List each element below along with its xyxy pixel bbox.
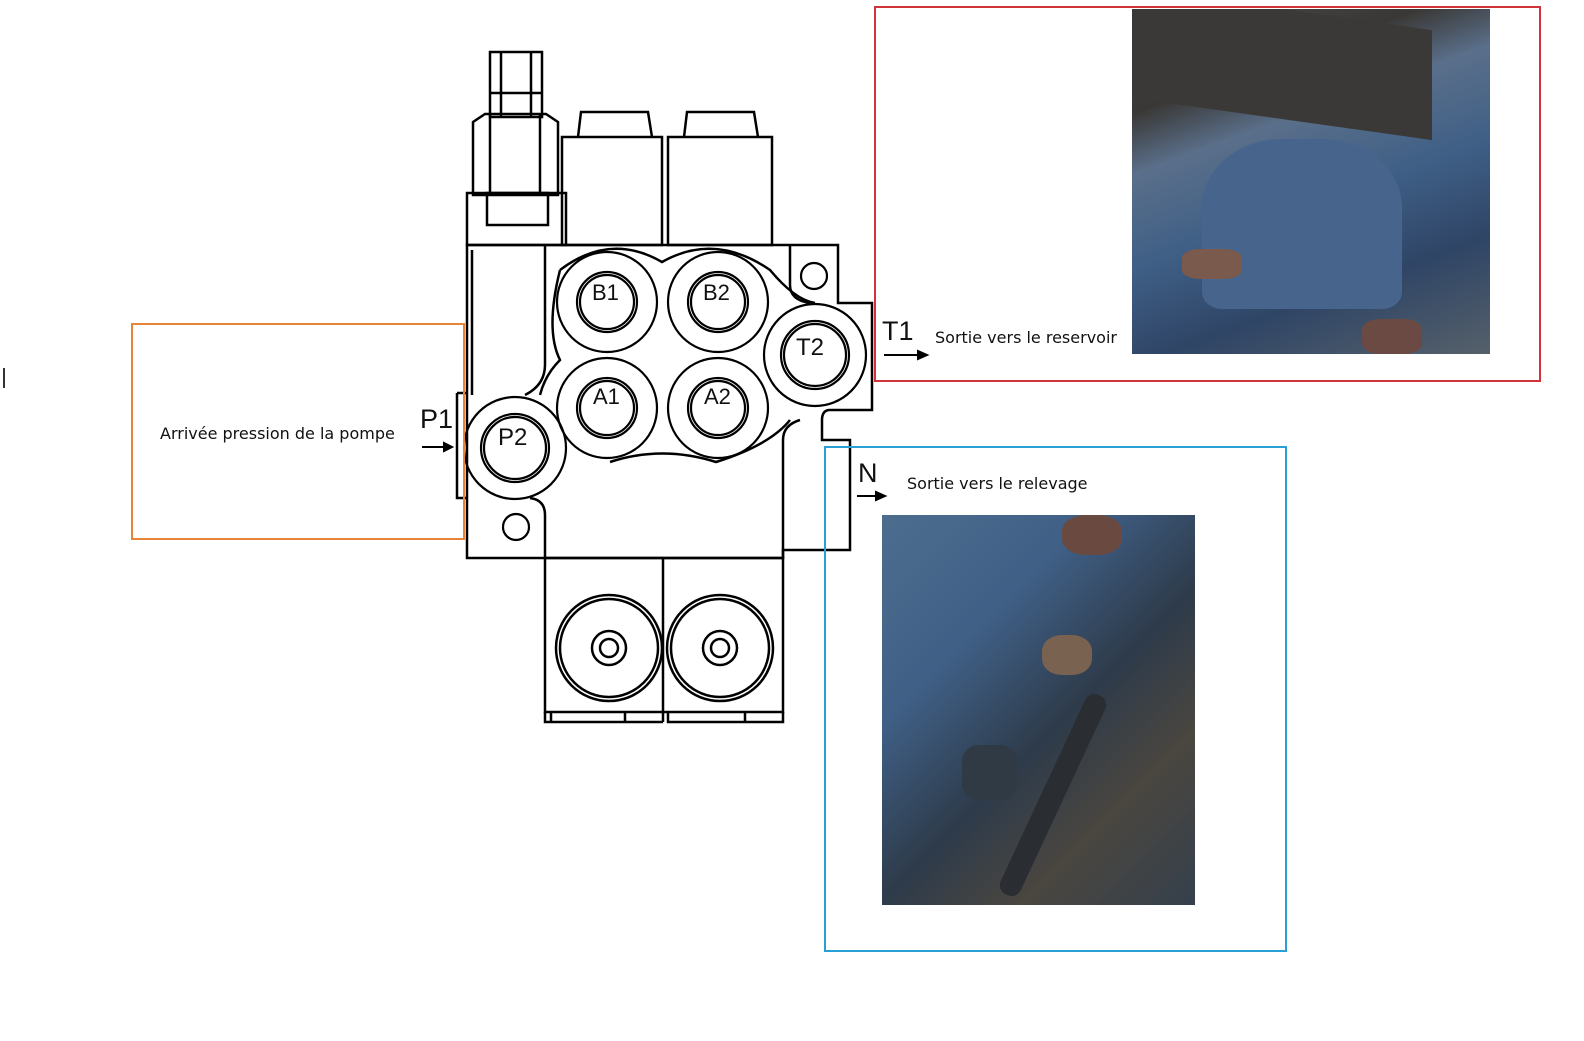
port-label-a1: A1 [593,384,620,409]
lower-section [543,556,785,724]
lift-outlet-label: Sortie vers le relevage [907,474,1088,493]
lift-outlet-photo [882,515,1195,905]
port-label-t2: T2 [796,334,825,361]
valve-body [465,243,874,560]
pump-inlet-port: P1 [420,404,454,434]
pump-inlet-label: Arrivée pression de la pompe [160,424,395,443]
port-label-p2: P2 [498,424,528,451]
port-label-b1: B1 [592,280,619,305]
lift-outlet-box [824,446,1287,952]
tank-outlet-label: Sortie vers le reservoir [935,328,1117,347]
tank-outlet-box [874,6,1541,382]
pump-inlet-box [131,323,465,540]
spool-caps [560,110,774,247]
tank-outlet-photo [1132,9,1490,354]
port-label-a2: A2 [704,384,731,409]
tank-outlet-port: T1 [882,316,914,346]
edge-mark [3,368,5,388]
arrow-icon [422,349,930,502]
relief-valve [465,50,568,247]
ports [462,250,868,542]
port-label-b2: B2 [703,280,730,305]
lift-outlet-port: N [858,458,878,488]
